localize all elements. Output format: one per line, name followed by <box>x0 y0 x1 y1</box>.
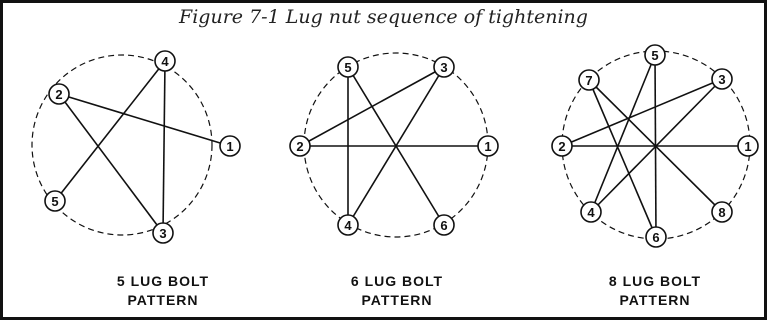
caption-8-lug-line2: PATTERN <box>619 292 691 308</box>
lug-marker <box>337 214 359 236</box>
sequence-line <box>588 79 657 238</box>
pattern-8-lug: 1 2 3 4 5 6 7 8 <box>551 44 759 248</box>
lug-number: 1 <box>484 139 491 154</box>
lug-number: 1 <box>226 139 233 154</box>
lug-number: 5 <box>344 60 351 75</box>
lug-marker <box>645 226 667 248</box>
lug-marker <box>154 50 176 72</box>
lug-number: 8 <box>718 205 725 220</box>
lug-number: 6 <box>440 218 447 233</box>
caption-8-lug-line1: 8 LUG BOLT <box>608 273 702 289</box>
lug-number: 3 <box>159 226 166 241</box>
lug-marker <box>551 135 573 157</box>
sequence-line <box>561 78 723 147</box>
lug-number: 3 <box>440 60 447 75</box>
caption-6-lug: 6 LUG BOLT PATTERN <box>307 272 487 310</box>
lug-marker <box>337 56 359 78</box>
lug-number: 3 <box>718 72 725 87</box>
pattern-5-lug: 1 2 3 4 5 <box>31 50 241 244</box>
sequence-line <box>162 60 166 234</box>
figure-title: Figure 7-1 Lug nut sequence of tightenin… <box>179 6 588 28</box>
lug-marker <box>44 190 66 212</box>
pattern-6-lug: 1 2 3 4 5 6 <box>289 52 499 238</box>
lug-number: 6 <box>652 230 659 245</box>
lug-marker <box>433 56 455 78</box>
sequence-line <box>590 54 656 213</box>
sequence-line <box>590 78 723 213</box>
caption-5-lug: 5 LUG BOLT PATTERN <box>73 272 253 310</box>
caption-6-lug-line1: 6 LUG BOLT <box>350 273 444 289</box>
bolt-circle <box>31 54 213 236</box>
lug-marker <box>711 201 733 223</box>
caption-5-lug-line1: 5 LUG BOLT <box>116 273 210 289</box>
lug-number: 4 <box>344 218 352 233</box>
lug-marker <box>219 135 241 157</box>
sequence-line <box>588 79 723 213</box>
lug-number: 4 <box>587 205 595 220</box>
lug-number: 7 <box>585 73 592 88</box>
sequence-line <box>58 93 231 147</box>
lug-number: 5 <box>651 48 658 63</box>
lug-marker <box>433 214 455 236</box>
lug-number: 1 <box>744 139 751 154</box>
caption-6-lug-line2: PATTERN <box>361 292 433 308</box>
lug-marker <box>711 68 733 90</box>
caption-5-lug-line2: PATTERN <box>127 292 199 308</box>
lug-marker <box>644 44 666 66</box>
sequence-line <box>347 66 445 226</box>
lug-marker <box>48 83 70 105</box>
lug-marker <box>737 135 759 157</box>
lug-number: 2 <box>55 87 62 102</box>
sequence-line <box>58 93 164 234</box>
lug-number: 2 <box>296 139 303 154</box>
lug-number: 2 <box>558 139 565 154</box>
lug-marker <box>152 222 174 244</box>
lug-marker <box>578 69 600 91</box>
lug-marker <box>289 135 311 157</box>
caption-8-lug: 8 LUG BOLT PATTERN <box>565 272 745 310</box>
lug-number: 4 <box>161 54 169 69</box>
sequence-line <box>54 60 166 202</box>
lug-number: 5 <box>51 194 58 209</box>
lug-marker <box>477 135 499 157</box>
lug-marker <box>580 201 602 223</box>
